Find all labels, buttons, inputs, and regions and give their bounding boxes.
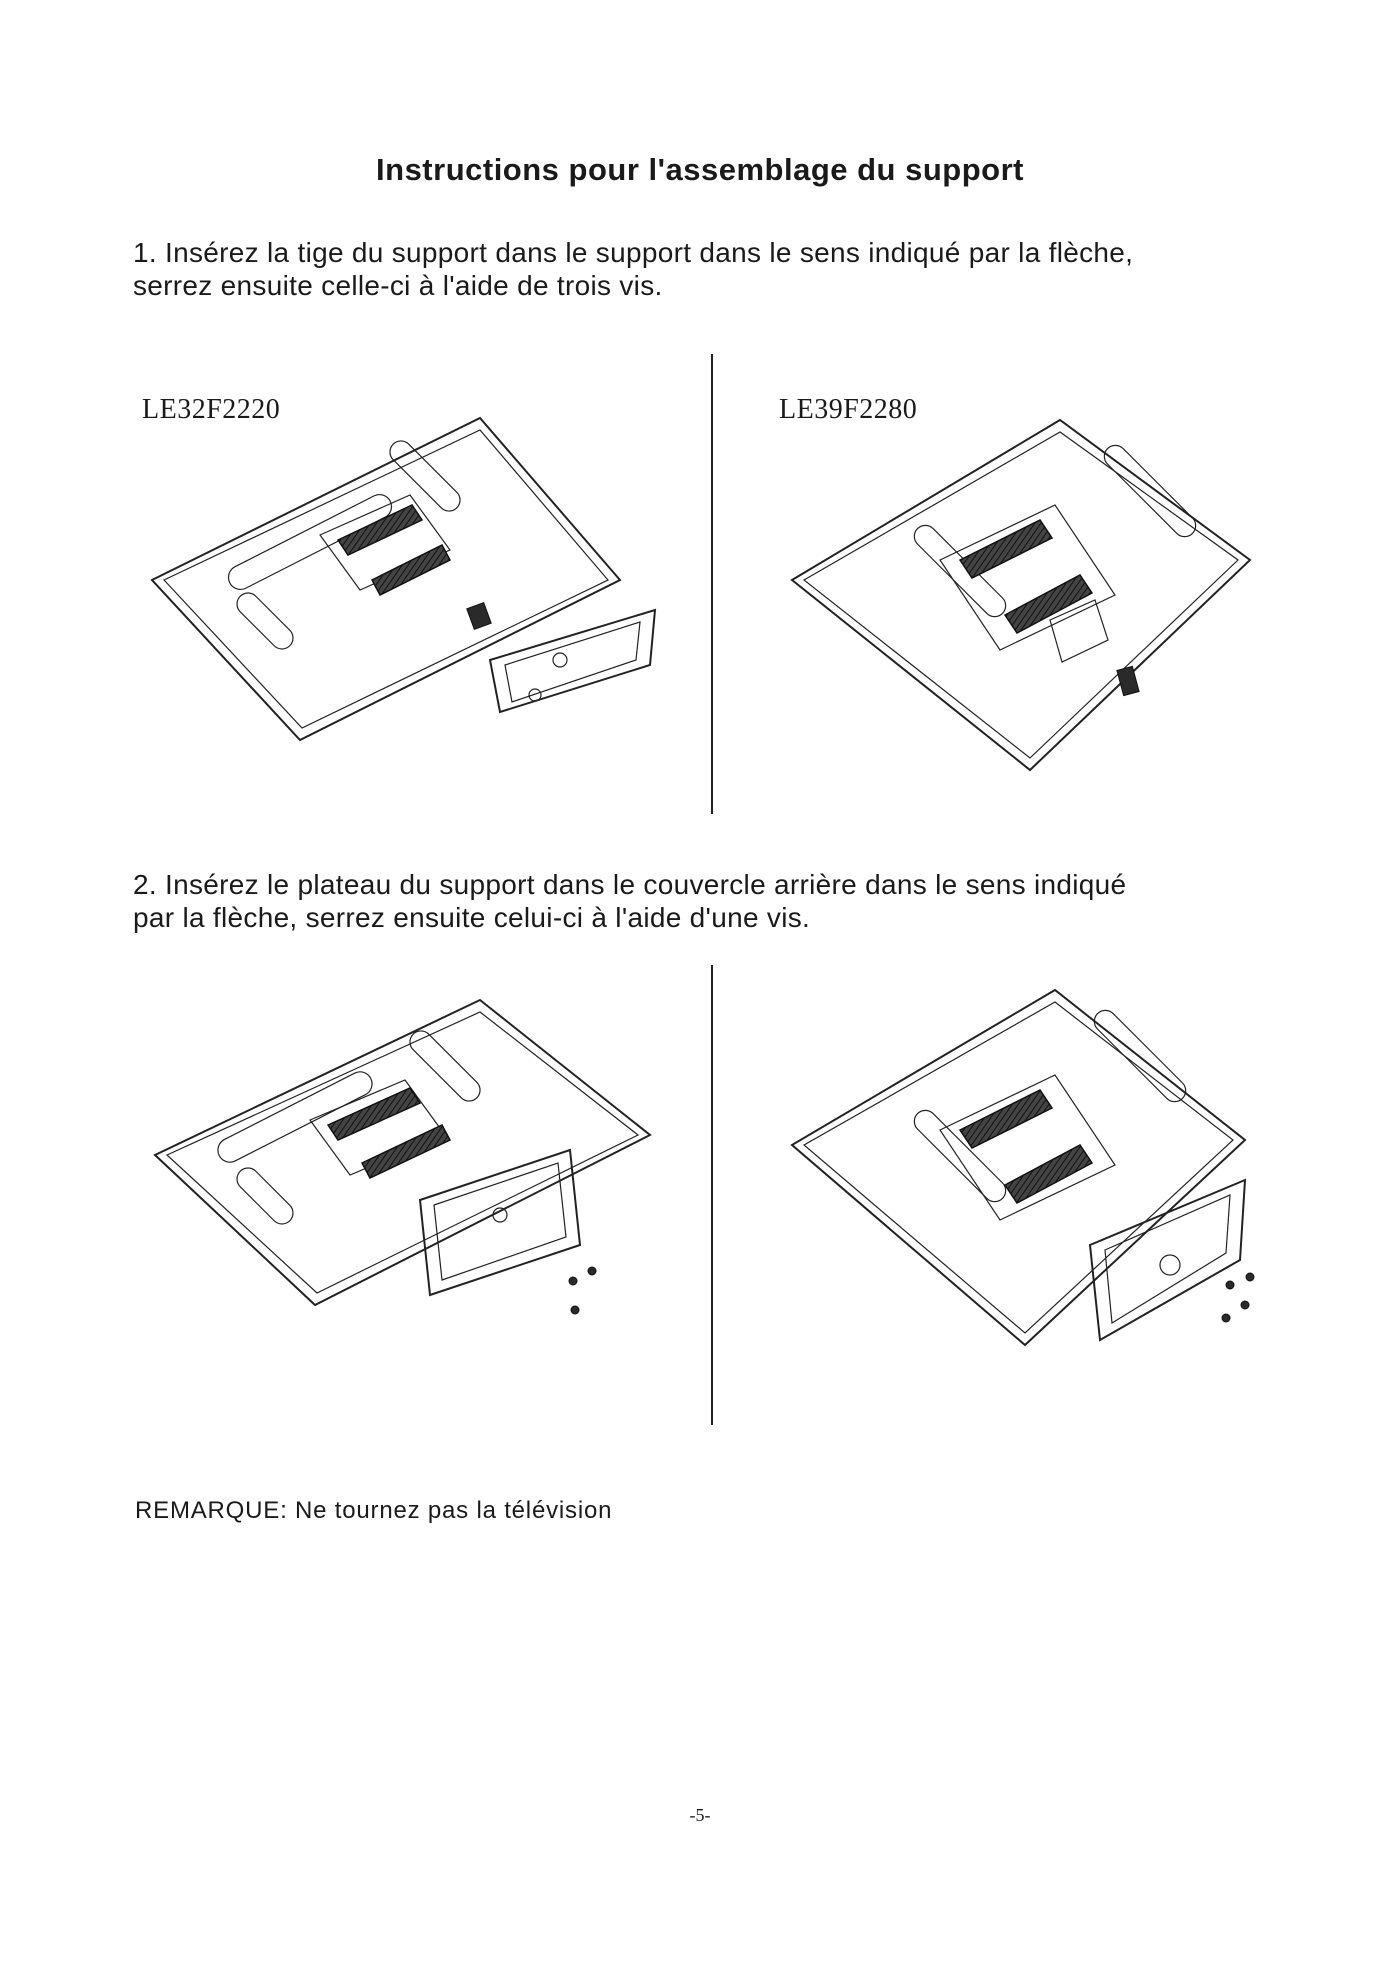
tv-stand-illustration-step2-le32 — [153, 998, 652, 1315]
model-label-left: LE32F2220 — [142, 394, 281, 425]
model-label-right: LE39F2280 — [779, 394, 918, 425]
step-1-line-1: 1. Insérez la tige du support dans le su… — [133, 237, 1134, 268]
step-2-line-1: 2. Insérez le plateau du support dans le… — [133, 869, 1127, 900]
column-divider-step-1 — [711, 354, 713, 814]
step-1-line-2: serrez ensuite celle-ci à l'aide de troi… — [133, 270, 663, 301]
column-divider-step-2 — [711, 965, 713, 1425]
tv-stand-illustration-step1-le32 — [150, 416, 657, 742]
tv-stand-illustration-step1-le39 — [790, 418, 1252, 772]
tv-stand-illustration-step2-le39 — [790, 988, 1255, 1347]
step-2-instruction: 2. Insérez le plateau du support dans le… — [133, 868, 1283, 934]
page-number: -5- — [689, 1805, 711, 1825]
step-2-line-2: par la flèche, serrez ensuite celui-ci à… — [133, 902, 811, 933]
screw-icon-group — [568, 1266, 597, 1315]
step-1-instruction: 1. Insérez la tige du support dans le su… — [133, 236, 1283, 302]
screw-icon-group — [1221, 1272, 1255, 1323]
page-title: Instructions pour l'assemblage du suppor… — [376, 152, 1024, 187]
note-text: REMARQUE: Ne tournez pas la télévision — [135, 1497, 613, 1524]
